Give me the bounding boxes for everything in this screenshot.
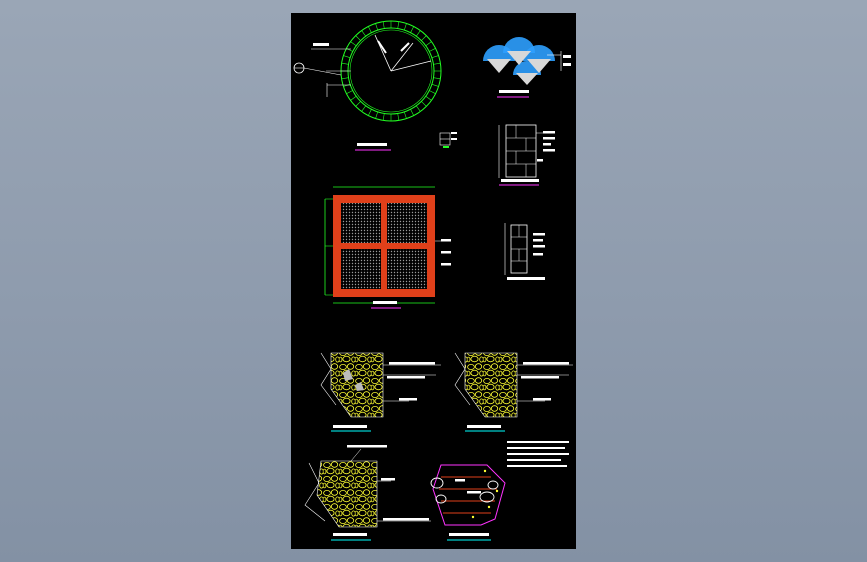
ring-tick (404, 23, 407, 31)
cad-drawing-sheet[interactable] (291, 13, 576, 549)
paving-grid-plan[interactable] (324, 186, 451, 309)
ring-tick (433, 62, 441, 65)
ring-tick (368, 26, 372, 33)
ring-tick (355, 101, 361, 107)
circle-plan-drawing[interactable] (293, 20, 442, 151)
ring-tick (368, 109, 372, 116)
stone-detail-1[interactable] (320, 352, 441, 432)
ring-tick (425, 96, 432, 101)
ring-tick (416, 30, 421, 37)
ring-tick (350, 41, 357, 46)
ring-tick (341, 62, 349, 65)
ring-tick (382, 21, 385, 29)
ring-tick (361, 105, 366, 112)
ring-tick (416, 105, 421, 112)
ring-tick (433, 77, 441, 80)
ring-tick (361, 30, 366, 37)
wall-elevation-1[interactable] (498, 124, 555, 186)
ring-tick (431, 84, 439, 87)
ring-tick (397, 113, 400, 121)
wall-elevation-2[interactable] (504, 223, 545, 280)
small-detail-symbol[interactable] (439, 132, 457, 148)
ring-tick (355, 35, 361, 41)
ring-tick (341, 77, 349, 80)
ring-tick (343, 55, 351, 58)
stone-detail-3[interactable] (304, 445, 431, 541)
ring-tick (429, 90, 436, 94)
notes-block[interactable] (507, 441, 569, 467)
fan-pattern-drawing[interactable] (483, 37, 571, 98)
ring-tick (382, 113, 385, 121)
ring-tick (431, 55, 439, 58)
ring-tick (410, 109, 414, 116)
ring-tick (375, 111, 378, 119)
ring-tick (429, 48, 436, 52)
ring-tick (421, 35, 427, 41)
ring-tick (350, 96, 357, 101)
stone-detail-2[interactable] (454, 352, 573, 432)
rock-step-section[interactable] (430, 464, 506, 541)
ring-tick (346, 90, 353, 94)
ring-tick (421, 101, 427, 107)
ring-tick (397, 21, 400, 29)
ring-tick (343, 84, 351, 87)
ring-tick (425, 41, 432, 46)
ring-tick (375, 23, 378, 31)
ring-tick (404, 111, 407, 119)
ring-tick (410, 26, 414, 33)
